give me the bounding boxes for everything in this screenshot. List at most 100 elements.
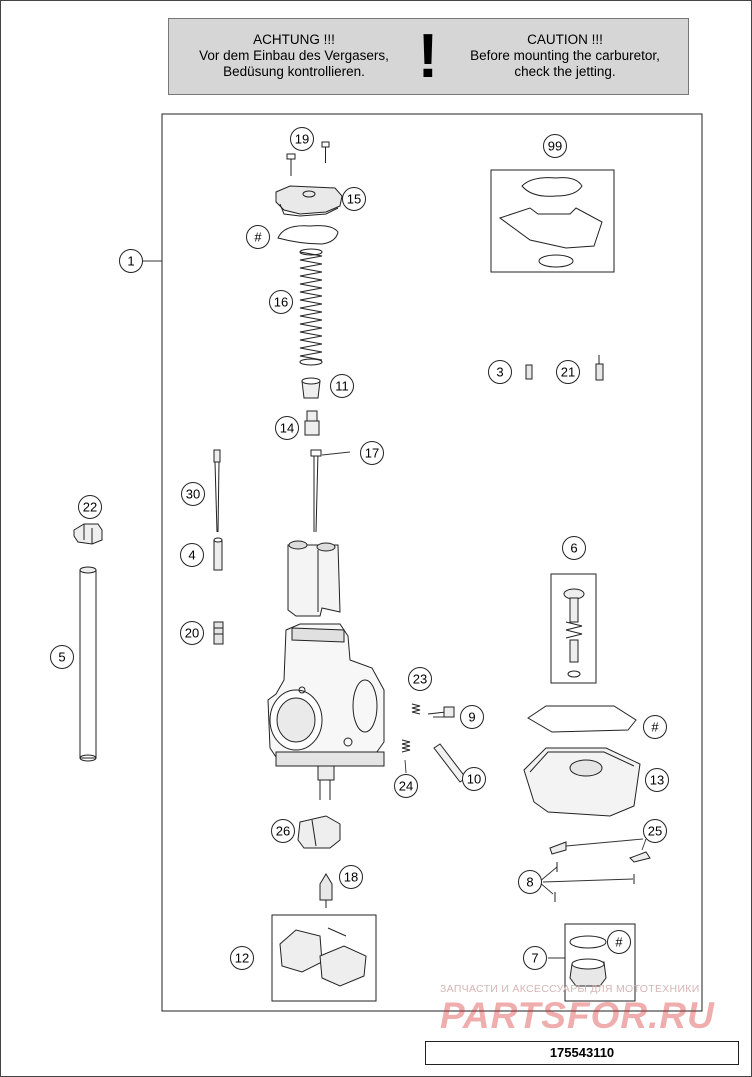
float-bowl-part-13 — [523, 747, 641, 817]
callout-circle — [78, 495, 102, 519]
callout-circle — [180, 543, 204, 567]
gasket-set-part-99 — [498, 177, 603, 268]
caution-english-line: CAUTION !!! — [527, 32, 603, 47]
callout-label: 1 — [127, 254, 134, 269]
screws-part-8 — [554, 862, 635, 902]
hose-part-5 — [79, 566, 97, 762]
callout-label: 9 — [468, 710, 475, 725]
callout-label: 14 — [280, 421, 294, 436]
callout-circle — [246, 225, 270, 249]
callout-label: 19 — [295, 132, 309, 147]
callout-circle — [180, 621, 204, 645]
callout-circle — [275, 416, 299, 440]
caution-notice: ACHTUNG !!! Vor dem Einbau des Vergasers… — [168, 18, 689, 95]
callout-label: 16 — [274, 295, 288, 310]
callout-label: 4 — [188, 548, 195, 563]
callout-label: # — [651, 720, 659, 735]
plate-part-25 — [549, 841, 567, 855]
callout-label: 13 — [650, 773, 664, 788]
watermark-caption: ЗАПЧАСТИ И АКСЕССУАРЫ ДЛЯ МОТОТЕХНИКИ — [440, 983, 700, 995]
carburetor-body — [267, 623, 385, 800]
part-number: 175543110 — [549, 1045, 615, 1060]
callout-label: 6 — [570, 541, 577, 556]
callout-circle — [488, 360, 512, 384]
callout-circle — [360, 441, 384, 465]
callout-circle — [271, 819, 295, 843]
caution-german-line: ACHTUNG !!! — [253, 32, 335, 47]
callout-label: 15 — [347, 192, 361, 207]
callout-circle — [460, 705, 484, 729]
callout-label: 23 — [413, 672, 427, 687]
callout-circle — [230, 946, 254, 970]
floats-part-12 — [279, 927, 367, 987]
callout-label: # — [615, 935, 623, 950]
clip-part-22 — [73, 523, 103, 545]
cover-gasket — [277, 225, 339, 245]
box-part-99 — [490, 169, 615, 273]
callout-label: 22 — [83, 500, 97, 515]
screw-part-3 — [525, 364, 533, 380]
drain-plug-part-7 — [569, 935, 607, 987]
callout-circle — [543, 134, 567, 158]
callout-circle — [269, 290, 293, 314]
top-cover-part-15 — [275, 185, 343, 217]
callout-label: 12 — [235, 951, 249, 966]
callout-label: 25 — [648, 824, 662, 839]
retainer-part-14 — [304, 410, 320, 436]
screw-part-19 — [286, 141, 330, 176]
callout-circle — [342, 187, 366, 211]
screw-part-21 — [595, 355, 604, 381]
callout-label: # — [254, 230, 262, 245]
float-part-26 — [297, 815, 341, 849]
spring-part-16 — [299, 248, 323, 366]
watermark-logo: PARTSFOR.RU — [440, 995, 715, 1036]
callout-label: 24 — [399, 779, 413, 794]
screw-part-9 — [427, 706, 455, 718]
caution-english-line: Before mounting the carburetor, — [470, 48, 660, 63]
callout-circle — [330, 374, 354, 398]
callout-label: 17 — [365, 446, 379, 461]
callout-circle — [462, 767, 486, 791]
callout-circle — [518, 870, 542, 894]
assembly-frame — [161, 113, 703, 1012]
callout-label: 26 — [276, 824, 290, 839]
callout-circle — [643, 819, 667, 843]
caution-english-line: check the jetting. — [514, 64, 616, 79]
callout-label: 99 — [548, 139, 562, 154]
jet-part-20 — [213, 621, 224, 645]
caution-german-line: Vor dem Einbau des Vergasers, — [199, 48, 389, 63]
spring-part-23 — [411, 703, 421, 715]
callout-label: 20 — [185, 626, 199, 641]
callout-circle — [643, 715, 667, 739]
callout-circle — [394, 774, 418, 798]
plate-part-25 — [629, 851, 651, 863]
callout-circle — [408, 667, 432, 691]
rod-part-10 — [433, 743, 467, 783]
callout-circle — [290, 127, 314, 151]
jet-part-4 — [213, 537, 223, 571]
callout-circle — [645, 768, 669, 792]
jet-needle-part-17 — [310, 449, 322, 533]
bowl-gasket — [527, 705, 637, 733]
needle-part-30 — [213, 449, 221, 533]
caution-english: CAUTION !!! Before mounting the carburet… — [445, 32, 685, 80]
callout-circle — [607, 930, 631, 954]
part-number-box: 175543110 — [425, 1041, 739, 1065]
spring-part-24 — [401, 739, 411, 753]
callout-circle — [181, 482, 205, 506]
throttle-slide — [287, 540, 341, 617]
callout-circle — [562, 536, 586, 560]
callout-label: 18 — [344, 870, 358, 885]
callout-label: 21 — [561, 365, 575, 380]
callout-label: 8 — [526, 875, 533, 890]
callout-circle — [523, 946, 547, 970]
float-needle-part-18 — [319, 873, 333, 908]
caution-german: ACHTUNG !!! Vor dem Einbau des Vergasers… — [174, 32, 414, 80]
callout-label: 30 — [186, 487, 200, 502]
callout-circle — [119, 249, 143, 273]
needle-holder-part-11 — [301, 377, 321, 399]
callout-circle — [50, 645, 74, 669]
caution-german-line: Bedüsung kontrollieren. — [223, 64, 365, 79]
